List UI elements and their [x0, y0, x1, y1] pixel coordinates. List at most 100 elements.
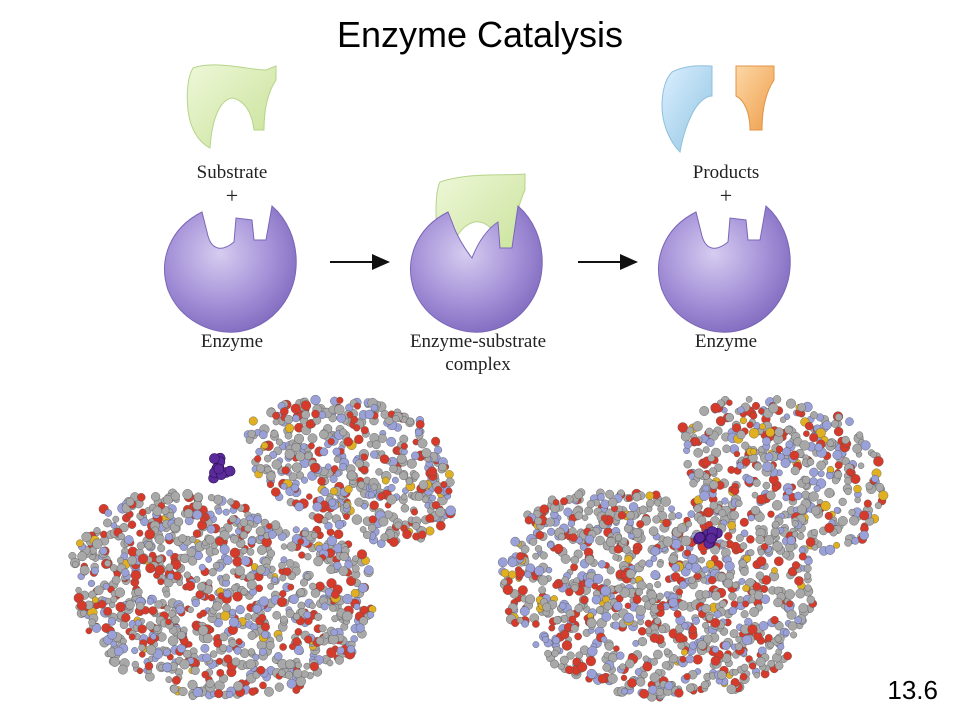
atom-sphere [258, 647, 267, 656]
atom-sphere [810, 411, 818, 419]
atom-sphere [405, 477, 414, 485]
atom-sphere [292, 637, 302, 646]
atom-sphere [770, 527, 780, 537]
atom-sphere [692, 654, 703, 665]
atom-sphere [295, 661, 302, 669]
atom-sphere [764, 452, 774, 462]
atom-sphere [516, 616, 524, 624]
atom-sphere [628, 532, 635, 540]
atom-sphere [339, 428, 348, 437]
atom-sphere [330, 628, 338, 636]
atom-sphere [254, 455, 262, 463]
atom-sphere [772, 395, 782, 404]
atom-sphere [227, 498, 235, 506]
atom-sphere [79, 609, 87, 617]
atom-sphere [774, 427, 784, 437]
atom-sphere [177, 630, 186, 640]
atom-sphere [228, 515, 237, 523]
atom-sphere [718, 600, 727, 608]
atom-sphere [814, 443, 823, 452]
atom-sphere [165, 676, 173, 683]
atom-sphere [544, 649, 552, 658]
atom-sphere [326, 565, 336, 574]
atom-sphere [794, 576, 804, 586]
atom-sphere [662, 536, 673, 547]
atom-sphere [680, 431, 691, 442]
atom-sphere [294, 502, 304, 512]
atom-sphere [248, 687, 257, 696]
atom-sphere [689, 479, 698, 488]
atom-sphere [145, 563, 156, 574]
atom-sphere [846, 468, 854, 477]
atom-sphere [534, 565, 545, 576]
atom-sphere [730, 486, 740, 496]
label-enzyme-left: Enzyme [200, 331, 264, 352]
atom-sphere [552, 636, 560, 645]
atom-sphere [333, 561, 342, 570]
atom-sphere [202, 633, 213, 644]
atom-sphere [322, 632, 330, 639]
atom-sphere [801, 475, 811, 485]
atom-sphere [387, 483, 396, 492]
atom-sphere [336, 396, 344, 404]
atom-sphere [772, 541, 783, 552]
atom-sphere [212, 601, 222, 611]
atom-sphere [748, 428, 760, 439]
atom-sphere [773, 597, 783, 608]
atom-sphere [638, 627, 647, 636]
atom-sphere [305, 419, 315, 429]
atom-sphere [256, 545, 267, 555]
atom-sphere [632, 492, 642, 502]
atom-sphere [675, 512, 683, 520]
atom-sphere [163, 590, 171, 598]
atom-sphere [768, 403, 779, 414]
atom-sphere [721, 497, 729, 505]
atom-sphere [121, 613, 131, 623]
atom-sphere [570, 555, 580, 565]
atom-sphere [676, 588, 684, 596]
atom-sphere [146, 644, 157, 655]
atom-sphere [752, 478, 761, 487]
atom-sphere [740, 529, 749, 538]
atom-sphere [561, 576, 570, 585]
atom-sphere [702, 622, 709, 629]
atom-sphere [824, 487, 835, 498]
atom-sphere [732, 669, 739, 676]
atom-sphere [632, 595, 642, 604]
atom-sphere [310, 462, 321, 473]
atom-sphere [400, 442, 408, 450]
atom-sphere [753, 672, 760, 679]
atom-sphere [271, 459, 282, 470]
atom-sphere [844, 487, 852, 496]
atom-sphere [318, 624, 327, 633]
atom-sphere [303, 573, 311, 580]
atom-sphere [240, 547, 248, 555]
atom-sphere [198, 563, 206, 571]
atom-sphere [370, 404, 378, 412]
atom-sphere [154, 565, 165, 576]
atom-sphere [438, 462, 447, 472]
atom-sphere [728, 592, 737, 601]
atom-sphere [285, 659, 295, 670]
atom-sphere [611, 612, 620, 621]
atom-sphere [824, 511, 833, 520]
atom-sphere [247, 631, 257, 640]
atom-sphere [334, 470, 342, 477]
atom-sphere [307, 433, 318, 444]
atom-sphere [752, 582, 762, 591]
atom-sphere [681, 648, 688, 656]
atom-sphere [736, 462, 744, 470]
atom-sphere [739, 673, 748, 681]
atom-sphere [624, 554, 633, 564]
atom-sphere [766, 490, 776, 500]
atom-sphere [570, 584, 579, 593]
atom-sphere [635, 588, 643, 596]
atom-sphere [321, 543, 329, 551]
atom-sphere [755, 571, 765, 580]
atom-sphere [275, 438, 283, 446]
atom-sphere [165, 618, 172, 626]
atom-sphere [192, 529, 202, 538]
atom-sphere [135, 601, 145, 611]
atom-sphere [653, 617, 661, 625]
atom-sphere [338, 566, 349, 576]
